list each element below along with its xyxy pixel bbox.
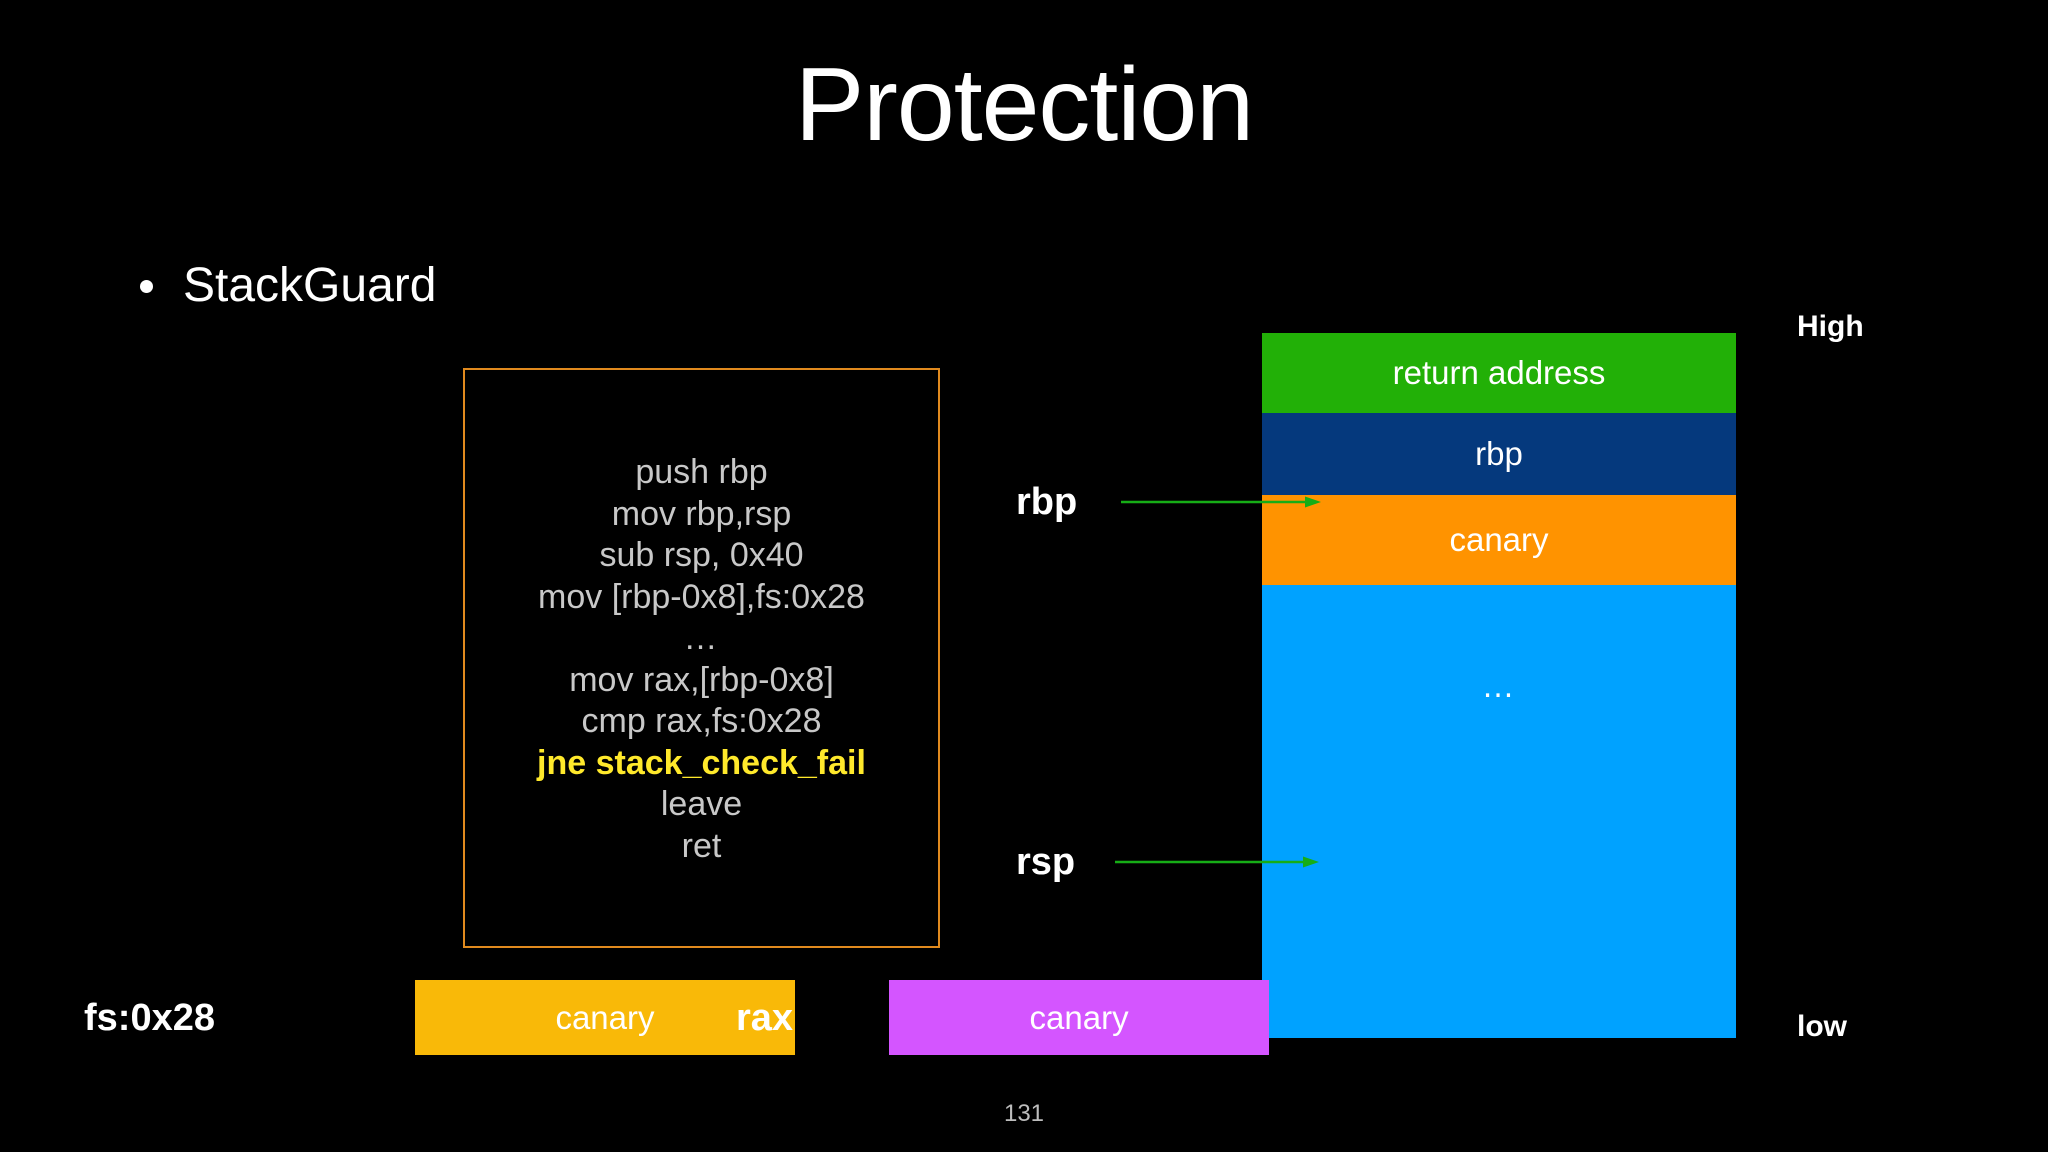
code-line-ellipsis: … bbox=[683, 619, 720, 657]
stack-cell-canary: canary bbox=[1262, 495, 1736, 585]
stack-cell-return-address: return address bbox=[1262, 333, 1736, 413]
code-line-highlighted: jne stack_check_fail bbox=[537, 743, 866, 782]
stack-layout-diagram: return address rbp canary … bbox=[1262, 333, 1736, 1038]
code-line: cmp rax,fs:0x28 bbox=[581, 702, 822, 740]
register-name-rax: rax bbox=[736, 996, 794, 1039]
pointer-rsp: rsp bbox=[1016, 841, 1320, 883]
register-value-label: canary bbox=[1029, 998, 1129, 1036]
stack-cell-label: canary bbox=[1449, 521, 1549, 558]
pointer-rbp: rbp bbox=[1016, 481, 1322, 523]
memory-low-label: low bbox=[1797, 1010, 1847, 1043]
assembly-code-list: push rbp mov rbp,rsp sub rsp, 0x40 mov [… bbox=[465, 452, 938, 867]
register-value-box-fs: canary bbox=[414, 980, 795, 1055]
register-value-label: canary bbox=[555, 998, 655, 1036]
memory-high-label: High bbox=[1797, 310, 1864, 343]
code-line: sub rsp, 0x40 bbox=[599, 536, 804, 574]
code-line: mov [rbp-0x8],fs:0x28 bbox=[538, 577, 865, 616]
code-line: ret bbox=[681, 826, 722, 865]
bullet-item-stackguard: StackGuard bbox=[140, 262, 436, 310]
arrow-right-icon bbox=[1121, 496, 1322, 508]
code-line: leave bbox=[660, 785, 743, 823]
register-value-box-rax: canary bbox=[889, 980, 1270, 1055]
page-title: Protection bbox=[794, 47, 1254, 163]
code-line: mov rbp,rsp bbox=[611, 494, 792, 533]
stack-cell-locals: … bbox=[1262, 585, 1736, 1038]
register-row-rax: rax canary bbox=[736, 980, 1270, 1055]
code-line: push rbp bbox=[635, 453, 768, 491]
register-row-fs: fs:0x28 canary bbox=[84, 980, 795, 1055]
slide-number: 131 bbox=[1003, 1100, 1045, 1127]
pointer-rbp-label: rbp bbox=[1016, 481, 1078, 523]
bullet-dot-icon bbox=[140, 279, 153, 293]
assembly-code-panel: push rbp mov rbp,rsp sub rsp, 0x40 mov [… bbox=[463, 368, 940, 948]
code-line: mov rax,[rbp-0x8] bbox=[569, 660, 834, 699]
stack-cell-label: return address bbox=[1392, 354, 1606, 391]
stack-cell-saved-rbp: rbp bbox=[1262, 413, 1736, 495]
stack-cell-label: rbp bbox=[1475, 435, 1523, 472]
register-name-fs: fs:0x28 bbox=[84, 996, 215, 1039]
bullet-item-label: StackGuard bbox=[183, 259, 437, 312]
stack-cell-label: … bbox=[1481, 667, 1517, 704]
pointer-rsp-label: rsp bbox=[1016, 841, 1076, 883]
arrow-right-icon bbox=[1115, 856, 1320, 868]
